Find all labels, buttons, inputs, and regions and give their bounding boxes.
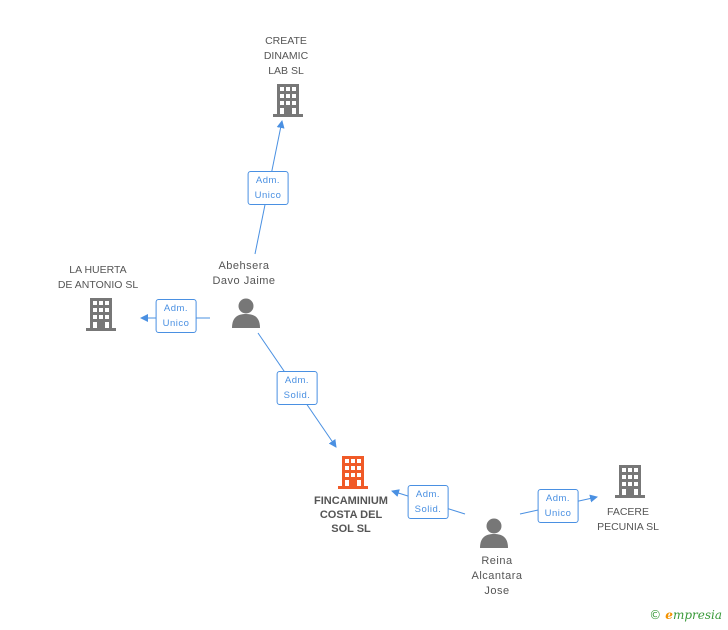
brand-name: mpresia [672, 608, 722, 622]
huerta-label[interactable]: LA HUERTA DE ANTONIO SL [57, 264, 139, 291]
edge-label-abehsera-huerta[interactable]: Adm. Unico [155, 299, 197, 333]
fincaminium-label[interactable]: FINCAMINIUM COSTA DEL SOL SL [314, 495, 388, 535]
reina-person-icon[interactable] [480, 518, 508, 549]
facere-building-icon[interactable] [615, 465, 645, 498]
facere-label[interactable]: FACERE PECUNIA SL [597, 506, 659, 533]
credit: ©empresia [649, 608, 722, 622]
edge-label-reina-fincaminium[interactable]: Adm. Solid. [407, 485, 449, 519]
abehsera-label[interactable]: Abehsera Davo Jaime [212, 260, 276, 287]
brand-initial: e [665, 608, 673, 622]
fincaminium-building-icon[interactable] [338, 456, 368, 489]
edge-label-abehsera-create[interactable]: Adm. Unico [247, 171, 289, 205]
edge-label-abehsera-fincaminium[interactable]: Adm. Solid. [276, 371, 318, 405]
copyright-symbol: © [649, 608, 662, 622]
abehsera-person-icon[interactable] [232, 298, 260, 329]
edge-label-reina-facere[interactable]: Adm. Unico [537, 489, 579, 523]
reina-label[interactable]: Reina Alcantara Jose [471, 555, 523, 597]
huerta-building-icon[interactable] [86, 298, 116, 331]
create-label[interactable]: CREATE DINAMIC LAB SL [263, 35, 309, 77]
edges-layer [140, 120, 598, 515]
create-building-icon[interactable] [273, 84, 303, 117]
